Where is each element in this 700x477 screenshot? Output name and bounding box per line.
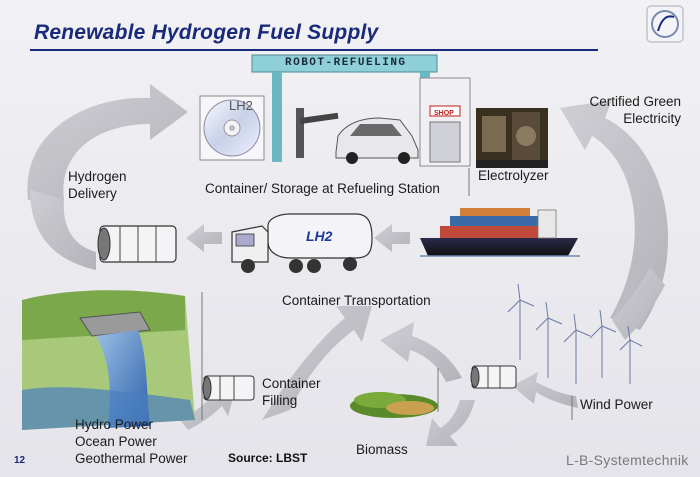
arrow-from-biomass	[380, 322, 462, 382]
hydro-image	[22, 290, 195, 430]
green-electricity-line1: Certified Green	[589, 94, 681, 109]
electrolyzer-label: Electrolyzer	[478, 168, 549, 183]
arrow-truck-to-container	[186, 224, 222, 252]
page-title: Renewable Hydrogen Fuel Supply	[34, 21, 379, 44]
hydrogen-delivery-line1: Hydrogen	[68, 169, 127, 184]
logo-icon	[646, 5, 684, 43]
container-filling-label: Container Filling	[262, 375, 321, 409]
car-image	[335, 117, 419, 164]
arrow-left-down	[30, 190, 96, 270]
container-image-filling	[202, 375, 255, 401]
title-divider	[30, 49, 598, 51]
cycle-arrows	[27, 84, 669, 446]
hydro-line2: Ocean Power	[75, 434, 157, 449]
hydro-line1: Hydro Power	[75, 417, 154, 432]
hydro-label: Hydro Power Ocean Power Geothermal Power	[75, 416, 188, 467]
container-image-left	[97, 225, 177, 263]
ship-image	[420, 208, 580, 257]
cd-icon	[199, 95, 265, 161]
hydro-line3: Geothermal Power	[75, 451, 188, 466]
truck-label: LH2	[306, 228, 333, 244]
container-image-right	[470, 365, 517, 389]
arrow-right-up	[560, 100, 669, 330]
truck-image	[231, 213, 373, 273]
storage-label: Container/ Storage at Refueling Station	[205, 181, 440, 196]
wind-turbines-image	[507, 283, 643, 384]
electrolyzer-image	[476, 108, 548, 168]
page-number: 12	[14, 455, 26, 466]
biomass-label: Biomass	[356, 442, 408, 457]
arrow-right-lower	[612, 268, 665, 340]
arrow-from-wind	[512, 372, 578, 408]
shop-building	[419, 77, 471, 167]
container-filling-line1: Container	[262, 376, 321, 391]
green-electricity-label: Certified Green Electricity	[586, 93, 681, 127]
container-transport-label: Container Transportation	[282, 293, 431, 308]
cd-label: LH2	[229, 98, 253, 113]
arrow-bottom-right	[426, 400, 475, 446]
green-electricity-line2: Electricity	[623, 111, 681, 126]
hydrogen-delivery-line2: Delivery	[68, 186, 117, 201]
source-note: Source: LBST	[228, 451, 308, 465]
arrow-to-transport	[262, 306, 372, 420]
hydrogen-delivery-label: Hydrogen Delivery	[68, 168, 127, 202]
arrow-top-left	[27, 84, 189, 200]
container-filling-line2: Filling	[262, 393, 298, 408]
biomass-image	[350, 392, 438, 418]
wind-power-label: Wind Power	[580, 397, 653, 412]
station-sign: ROBOT-REFUELING	[285, 57, 407, 69]
shop-sign: SHOP	[434, 110, 454, 117]
arrow-ship-to-truck	[374, 224, 410, 252]
brand-footer: L-B-Systemtechnik	[566, 452, 689, 468]
